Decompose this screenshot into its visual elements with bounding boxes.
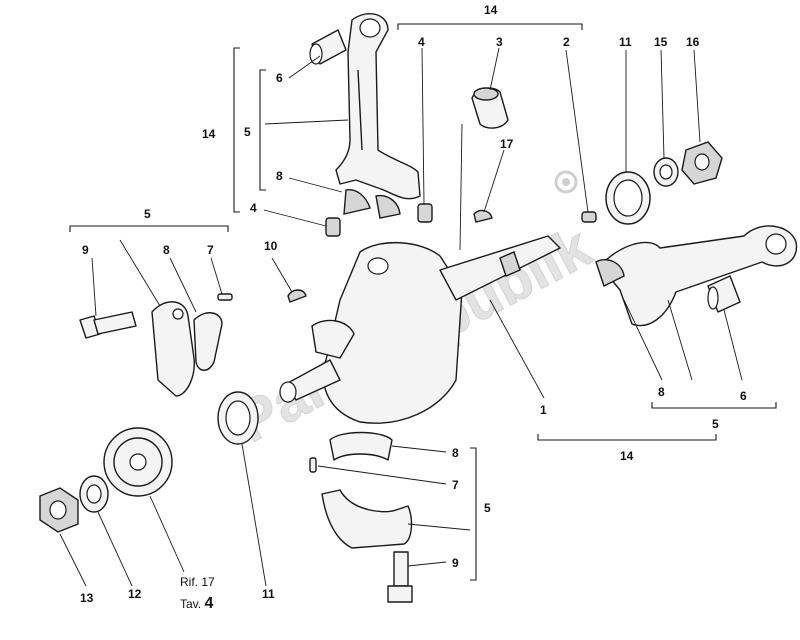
callout-4-top: 4 bbox=[418, 35, 425, 49]
callout-12: 12 bbox=[128, 587, 142, 601]
bearing-cap-5-lower bbox=[321, 489, 413, 549]
callout-5-lower: 5 bbox=[484, 501, 491, 515]
bushing-part-3 bbox=[471, 87, 509, 129]
callout-5-left: 5 bbox=[244, 125, 251, 139]
dowel-pin-4-lower bbox=[325, 217, 341, 237]
group-brackets bbox=[69, 23, 777, 581]
dowel-pin-4-upper bbox=[417, 203, 433, 223]
callout-6-top: 6 bbox=[276, 71, 283, 85]
bearing-cap-5-left bbox=[151, 301, 195, 397]
callout-10: 10 bbox=[264, 239, 278, 253]
callout-5-right: 5 bbox=[712, 417, 719, 431]
callout-9-left: 9 bbox=[82, 243, 89, 257]
watermark-gear-icon bbox=[554, 170, 578, 194]
upper-connecting-rod bbox=[335, 12, 421, 219]
nut-16 bbox=[681, 141, 723, 185]
callout-15: 15 bbox=[654, 35, 668, 49]
small-end-bushing-right bbox=[707, 275, 741, 313]
callout-8-lower: 8 bbox=[452, 446, 459, 460]
pin-7-lower bbox=[309, 457, 317, 473]
bearing-shell-8-left bbox=[193, 312, 223, 371]
callout-11-top: 11 bbox=[619, 35, 632, 49]
washer-15 bbox=[653, 157, 679, 187]
callout-3: 3 bbox=[496, 35, 503, 49]
callout-6-right: 6 bbox=[740, 389, 747, 403]
key-part-2 bbox=[581, 211, 597, 223]
callout-5-mid: 5 bbox=[144, 207, 151, 221]
nut-13 bbox=[39, 487, 79, 533]
callout-13: 13 bbox=[80, 591, 94, 605]
svg-text:Tav. 4: Tav. 4 bbox=[180, 595, 213, 612]
figure-reference: Rif. 17 Tav. 4 bbox=[180, 575, 215, 612]
table-number: 4 bbox=[204, 595, 213, 612]
reference-number: 17 bbox=[201, 575, 215, 589]
svg-text:Rif. 17: Rif. 17 bbox=[180, 575, 215, 589]
washer-12 bbox=[79, 475, 109, 513]
callout-14-top: 14 bbox=[484, 3, 498, 17]
callout-8-left: 8 bbox=[163, 243, 170, 257]
bearing-part-17 bbox=[473, 209, 493, 223]
callout-4-mid: 4 bbox=[250, 201, 257, 215]
bearing-shell-8-lower bbox=[329, 431, 393, 461]
callout-7-lower: 7 bbox=[452, 478, 459, 492]
callout-8-right: 8 bbox=[658, 385, 665, 399]
callout-labels: 14 4 3 2 11 15 16 6 14 5 8 4 17 5 9 8 7 … bbox=[80, 3, 747, 605]
callout-1: 1 bbox=[540, 403, 547, 417]
callout-11-bottom: 11 bbox=[262, 587, 275, 601]
callout-14-bottom: 14 bbox=[620, 449, 634, 463]
right-connecting-rod bbox=[595, 225, 798, 327]
callout-8-top: 8 bbox=[276, 169, 283, 183]
callout-9-lower: 9 bbox=[452, 556, 459, 570]
callout-14-left: 14 bbox=[202, 127, 216, 141]
pin-7-left bbox=[217, 293, 233, 301]
callout-2: 2 bbox=[563, 35, 570, 49]
callout-17: 17 bbox=[500, 137, 514, 151]
timing-gear bbox=[103, 427, 173, 497]
bearing-part-10 bbox=[287, 289, 307, 303]
small-end-bushing-upper bbox=[309, 29, 347, 65]
thrust-washer-11-upper bbox=[605, 171, 651, 225]
bolt-9-lower bbox=[387, 551, 413, 603]
thrust-washer-11-lower bbox=[217, 391, 259, 445]
reference-prefix: Rif. bbox=[180, 575, 198, 589]
table-label: Tav. bbox=[180, 597, 201, 611]
bolt-9-left bbox=[79, 311, 137, 339]
crankshaft bbox=[279, 235, 561, 424]
callout-16: 16 bbox=[686, 35, 700, 49]
callout-7-left: 7 bbox=[207, 243, 214, 257]
leader-lines bbox=[59, 47, 743, 587]
